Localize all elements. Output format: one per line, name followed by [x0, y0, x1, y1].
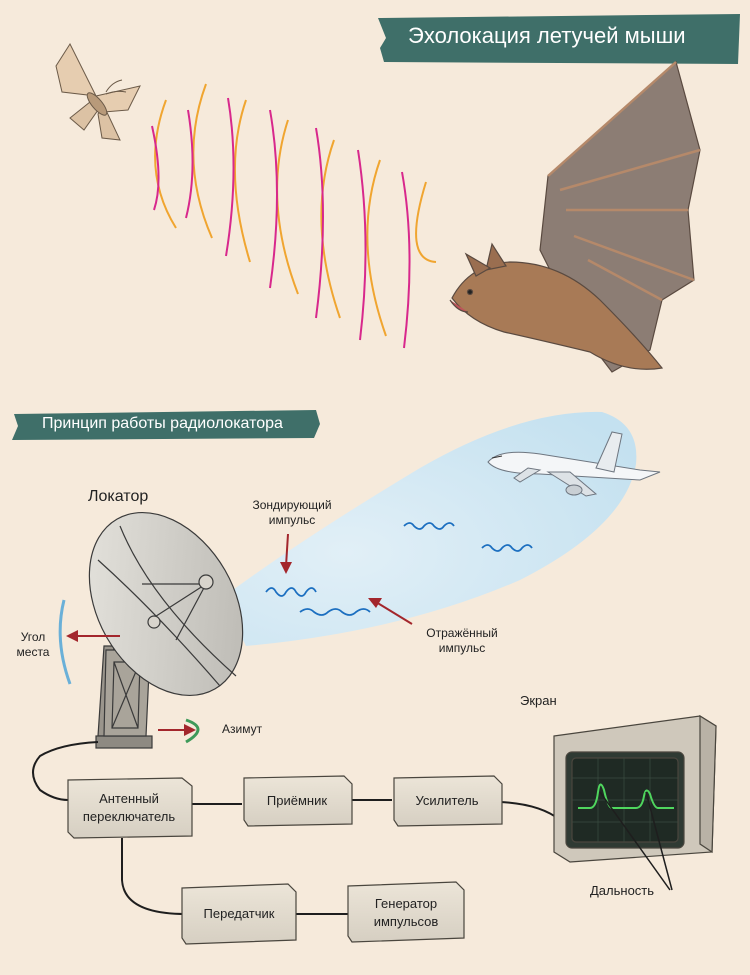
receiver-block: Приёмник [266, 793, 328, 808]
generator-line-1: Генератор [374, 896, 438, 911]
elevation-line-1: Угол [20, 630, 46, 644]
range-pointers [599, 791, 673, 891]
airplane-image [487, 431, 661, 497]
generator-line-2: импульсов [373, 914, 439, 929]
locator-label: Локатор [88, 488, 149, 505]
reflected-pulse-line-2: импульс [438, 641, 486, 655]
screen-label: Экран [520, 693, 557, 708]
reflected-pulse-line-1: Отражённый [426, 626, 498, 640]
antenna-switch-line-1: Антенный [99, 791, 159, 806]
probe-pulse-arrow [280, 533, 292, 574]
antenna-switch-block: Антенный переключатель [70, 790, 188, 826]
block-boxes [67, 775, 503, 945]
probe-pulse-label: Зондирующий импульс [236, 498, 348, 528]
radar-beam [222, 411, 637, 646]
radar-banner [12, 410, 320, 440]
page-title: Эхолокация летучей мыши [408, 23, 686, 48]
reflected-pulse-arrow [368, 598, 413, 625]
transmitter-block: Передатчик [203, 906, 275, 921]
beam-pulses [265, 522, 533, 616]
top-banner [378, 14, 740, 64]
elevation-arc [58, 599, 72, 685]
azimuth-label: Азимут [222, 722, 263, 736]
elevation-line-2: места [16, 645, 50, 659]
bat-image [449, 60, 701, 373]
radar-dish-image [88, 511, 244, 749]
echo-waves-reflected [151, 97, 411, 349]
probe-pulse-line-1: Зондирующий [252, 498, 332, 512]
azimuth-arrow [158, 718, 200, 744]
screen-trace [578, 783, 674, 809]
elevation-label: Угол места [8, 630, 58, 660]
probe-pulse-line-2: импульс [268, 513, 316, 527]
echo-waves-outgoing [154, 83, 437, 337]
amplifier-block: Усилитель [415, 793, 479, 808]
radar-section-title: Принцип работы радиолокатора [42, 415, 283, 432]
generator-block: Генератор импульсов [352, 895, 460, 931]
range-label: Дальность [590, 883, 655, 898]
elevation-arrow [66, 630, 120, 642]
moth-image [55, 42, 141, 141]
screen-grid [572, 758, 678, 842]
reflected-pulse-label: Отражённый импульс [412, 626, 512, 656]
antenna-switch-line-2: переключатель [82, 809, 176, 824]
